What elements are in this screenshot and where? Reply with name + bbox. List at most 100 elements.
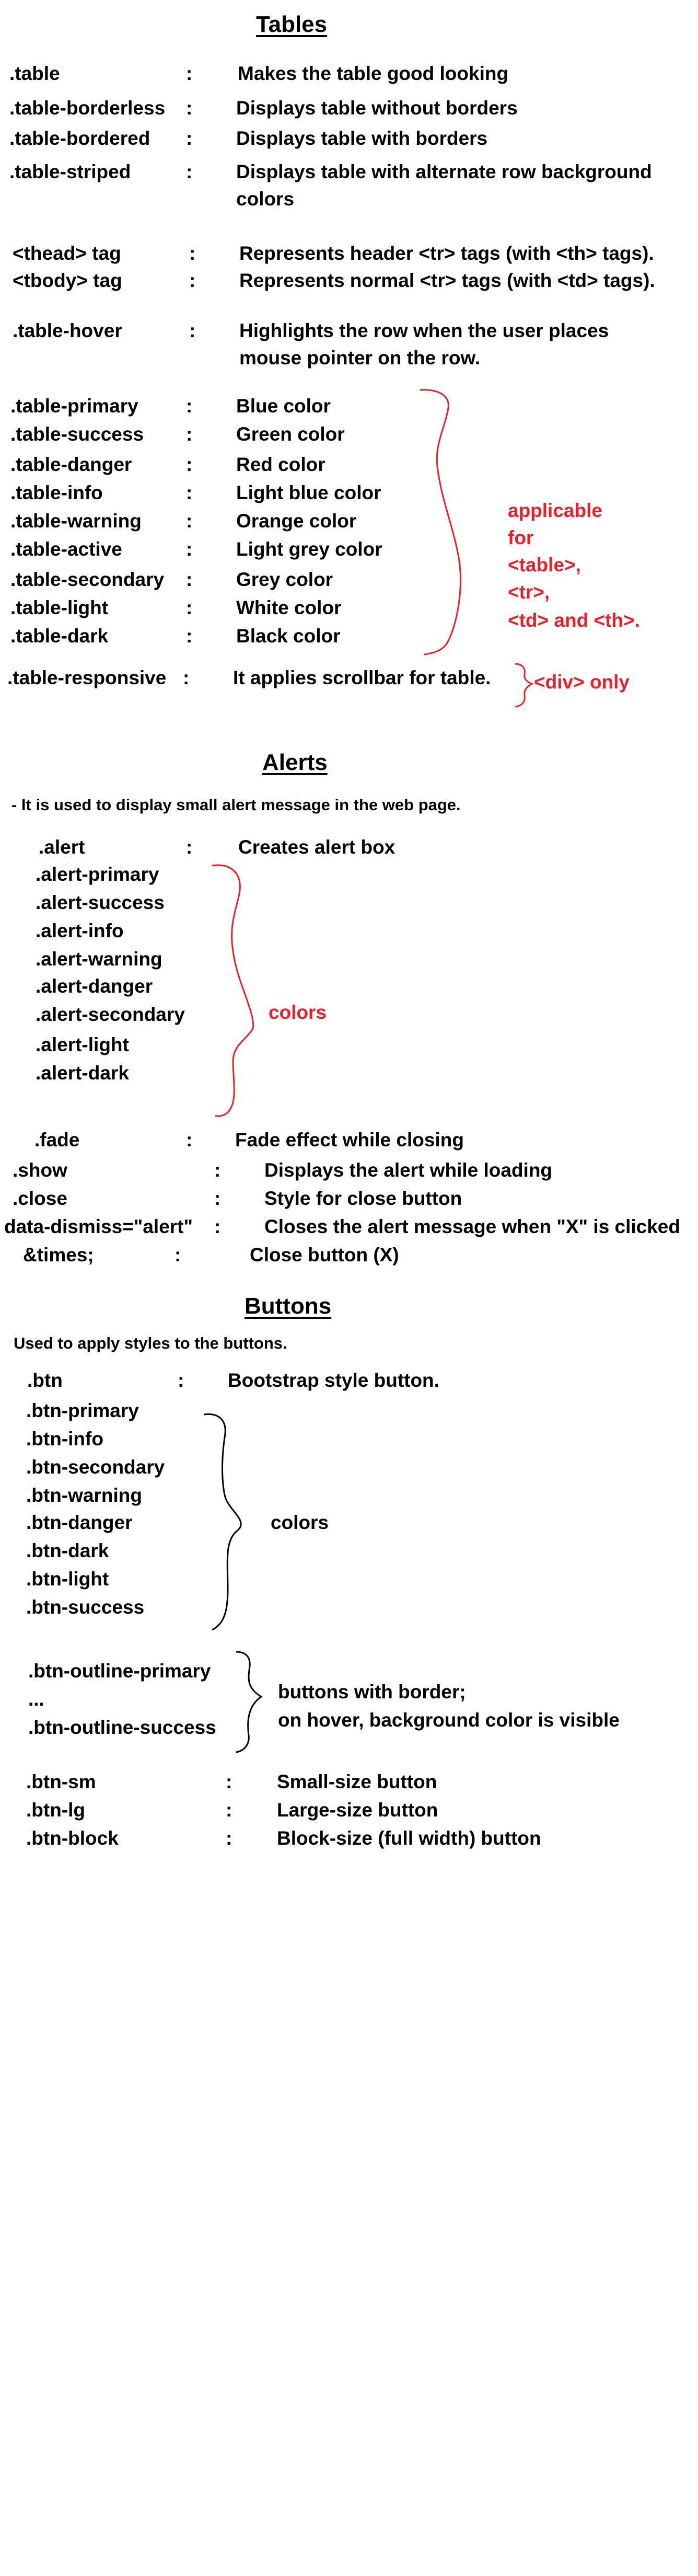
separator: : <box>214 1159 221 1181</box>
term-table-hover: .table-hover <box>13 320 122 341</box>
desc-table: Makes the table good looking <box>238 63 509 84</box>
btn-color-item: .btn-danger <box>26 1512 133 1533</box>
desc-btn-block: Block-size (full width) button <box>277 1827 541 1849</box>
separator: : <box>186 97 193 119</box>
separator: : <box>174 1244 181 1266</box>
outline-brace <box>236 1651 263 1753</box>
desc-table-striped: Displays table with alternate row backgr… <box>236 161 652 182</box>
btn-color-item: .btn-info <box>26 1428 103 1450</box>
separator: : <box>186 423 193 445</box>
desc-btn-lg: Large-size button <box>277 1799 438 1821</box>
term-table-success: .table-success <box>10 423 144 445</box>
desc-times-entity: Close button (X) <box>250 1244 399 1266</box>
alert-color-item: .alert-dark <box>36 1062 129 1084</box>
term-table-info: .table-info <box>10 482 103 503</box>
term-btn-lg: .btn-lg <box>26 1799 86 1821</box>
desc-btn: Bootstrap style button. <box>228 1370 439 1391</box>
separator: : <box>186 395 193 417</box>
desc-close: Style for close button <box>264 1188 462 1209</box>
desc-table-light: White color <box>236 597 342 618</box>
term-table-warning: .table-warning <box>10 510 142 532</box>
alerts-intro: - It is used to display small alert mess… <box>11 796 461 814</box>
alert-color-item: .alert-primary <box>36 864 159 885</box>
btn-color-item: .btn-success <box>26 1596 145 1618</box>
desc-table-warning: Orange color <box>236 510 357 532</box>
alert-colors-brace <box>212 864 254 1117</box>
term-alert: .alert <box>39 836 85 858</box>
desc-btn-sm: Small-size button <box>277 1771 437 1792</box>
term-close: .close <box>13 1188 67 1209</box>
alert-color-item: .alert-info <box>36 920 124 941</box>
desc-table-primary: Blue color <box>236 395 331 417</box>
desc-table-info: Light blue color <box>236 482 381 503</box>
term-tbody: <tbody> tag <box>13 270 122 291</box>
btn-colors-note: colors <box>271 1512 329 1533</box>
desc-table-hover-cont: mouse pointer on the row. <box>239 347 481 369</box>
desc-table-striped-cont: colors <box>236 188 295 210</box>
term-btn-block: .btn-block <box>26 1827 119 1849</box>
alert-color-item: .alert-danger <box>36 975 153 997</box>
desc-table-dark: Black color <box>236 625 341 647</box>
separator: : <box>226 1799 232 1821</box>
alert-color-item: .alert-success <box>36 892 165 913</box>
separator: : <box>186 569 193 590</box>
term-btn: .btn <box>27 1370 63 1391</box>
separator: : <box>186 510 193 532</box>
desc-table-hover: Highlights the row when the user places <box>239 320 609 341</box>
desc-fade: Fade effect while closing <box>235 1129 464 1151</box>
separator: : <box>186 482 193 503</box>
desc-table-responsive: It applies scrollbar for table. <box>233 667 491 688</box>
separator: : <box>189 270 196 291</box>
term-thead: <thead> tag <box>13 243 121 264</box>
applicable-note-line-2: for <box>508 527 534 548</box>
table-colors-brace <box>420 389 461 656</box>
term-table-danger: .table-danger <box>10 454 132 475</box>
applicable-note-line-5: <td> and <th>. <box>508 610 640 631</box>
separator: : <box>226 1827 232 1849</box>
desc-data-dismiss: Closes the alert message when "X" is cli… <box>264 1216 680 1237</box>
outline-note-line-1: buttons with border; <box>278 1681 466 1703</box>
desc-table-active: Light grey color <box>236 538 382 560</box>
term-table-secondary: .table-secondary <box>10 569 165 590</box>
separator: : <box>183 667 190 688</box>
alert-color-item: .alert-warning <box>36 948 162 970</box>
term-table-bordered: .table-bordered <box>9 128 150 149</box>
term-table-responsive: .table-responsive <box>7 667 167 688</box>
term-times-entity: &times; <box>23 1244 94 1266</box>
desc-alert: Creates alert box <box>238 836 395 858</box>
term-table-light: .table-light <box>10 597 109 618</box>
separator: : <box>178 1370 184 1391</box>
separator: : <box>189 320 196 341</box>
applicable-note-line-1: applicable <box>508 500 602 521</box>
desc-table-borderless: Displays table without borders <box>236 97 518 119</box>
btn-outline-item: ... <box>28 1688 44 1710</box>
separator: : <box>189 243 196 264</box>
desc-table-success: Green color <box>236 423 345 445</box>
separator: : <box>226 1771 232 1792</box>
btn-colors-brace <box>203 1413 242 1631</box>
desc-tbody: Represents normal <tr> tags (with <td> t… <box>239 270 655 291</box>
btn-color-item: .btn-light <box>26 1568 109 1590</box>
desc-table-bordered: Displays table with borders <box>236 128 488 149</box>
alert-color-item: .alert-light <box>36 1034 129 1055</box>
separator: : <box>186 128 193 149</box>
separator: : <box>186 538 193 560</box>
separator: : <box>186 836 193 858</box>
term-data-dismiss: data-dismiss="alert" <box>4 1216 193 1237</box>
desc-table-danger: Red color <box>236 454 325 475</box>
term-table-striped: .table-striped <box>9 161 131 182</box>
separator: : <box>186 454 193 475</box>
desc-table-secondary: Grey color <box>236 569 333 590</box>
term-table: .table <box>9 63 60 84</box>
btn-outline-item: .btn-outline-success <box>28 1717 216 1738</box>
btn-outline-item: .btn-outline-primary <box>28 1660 211 1682</box>
buttons-heading: Buttons <box>245 1293 332 1319</box>
outline-note-line-2: on hover, background color is visible <box>278 1709 620 1731</box>
alert-color-item: .alert-secondary <box>36 1004 185 1025</box>
separator: : <box>214 1216 221 1237</box>
separator: : <box>214 1188 221 1209</box>
buttons-intro: Used to apply styles to the buttons. <box>14 1334 287 1352</box>
term-show: .show <box>13 1159 67 1181</box>
term-table-active: .table-active <box>10 538 122 560</box>
